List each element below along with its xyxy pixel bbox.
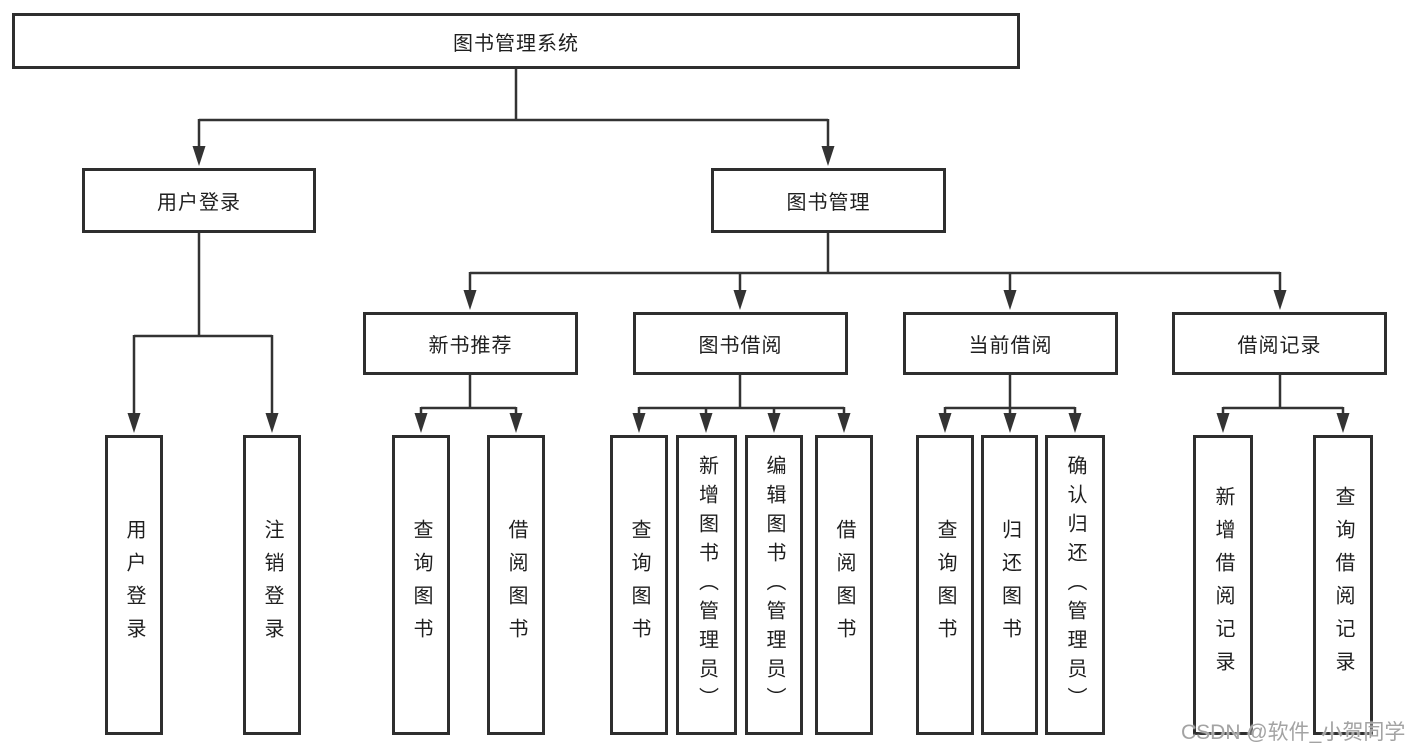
node-new-book-recommend-label: 新书推荐: [428, 335, 513, 357]
leaf-query-books-current: 查询图书: [916, 435, 974, 735]
node-current-borrowing-label: 当前借阅: [968, 335, 1053, 357]
node-user-login-label: 用户登录: [157, 192, 241, 214]
node-current-borrowing: 当前借阅: [903, 312, 1118, 375]
leaf-query-books-recommend: 查询图书: [392, 435, 450, 735]
leaf-edit-book-admin-label: 编辑图书（管理员）: [763, 454, 785, 716]
node-library-system: 图书管理系统: [12, 13, 1020, 69]
leaf-user-login: 用户登录: [105, 435, 163, 735]
leaf-add-book-admin-label: 新增图书（管理员）: [695, 454, 718, 716]
node-borrowing-records-label: 借阅记录: [1237, 335, 1322, 357]
leaf-confirm-return-admin-label: 确认归还（管理员）: [1064, 454, 1086, 716]
leaf-logout-label: 注销登录: [261, 519, 283, 651]
leaf-query-books-borrowing-label: 查询图书: [628, 519, 650, 651]
node-library-system-label: 图书管理系统: [453, 32, 579, 55]
csdn-watermark: CSDN @软件_小贺同学: [1181, 721, 1405, 744]
leaf-user-login-label: 用户登录: [123, 519, 145, 651]
node-user-login: 用户登录: [82, 168, 316, 233]
node-book-management: 图书管理: [711, 168, 946, 233]
leaf-add-book-admin: 新增图书（管理员）: [676, 435, 737, 735]
leaf-query-books-borrowing: 查询图书: [610, 435, 668, 735]
leaf-borrow-books-label: 借阅图书: [833, 519, 855, 651]
node-borrowing-records: 借阅记录: [1172, 312, 1387, 375]
leaf-borrow-books-recommend: 借阅图书: [487, 435, 545, 735]
node-new-book-recommend: 新书推荐: [363, 312, 578, 375]
leaf-return-book: 归还图书: [981, 435, 1038, 735]
leaf-query-books-current-label: 查询图书: [934, 519, 956, 651]
leaf-borrow-books: 借阅图书: [815, 435, 873, 735]
leaf-logout: 注销登录: [243, 435, 301, 735]
leaf-query-borrow-record-label: 查询借阅记录: [1332, 486, 1354, 684]
leaf-return-book-label: 归还图书: [998, 519, 1021, 651]
leaf-add-borrow-record: 新增借阅记录: [1193, 435, 1253, 735]
node-book-borrowing: 图书借阅: [633, 312, 848, 375]
leaf-borrow-books-recommend-label: 借阅图书: [505, 519, 527, 651]
leaf-query-books-recommend-label: 查询图书: [410, 519, 432, 651]
leaf-confirm-return-admin: 确认归还（管理员）: [1045, 435, 1105, 735]
leaf-edit-book-admin: 编辑图书（管理员）: [745, 435, 803, 735]
leaf-add-borrow-record-label: 新增借阅记录: [1212, 486, 1234, 684]
node-book-borrowing-label: 图书借阅: [698, 335, 783, 357]
node-book-management-label: 图书管理: [786, 192, 871, 214]
leaf-query-borrow-record: 查询借阅记录: [1313, 435, 1373, 735]
